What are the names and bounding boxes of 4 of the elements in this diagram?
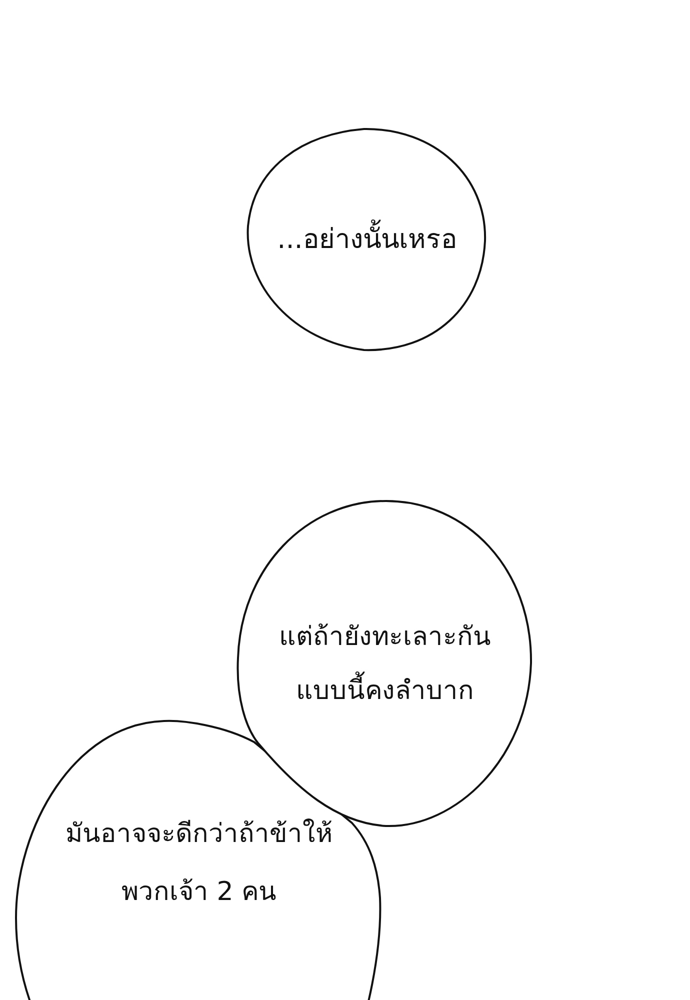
speech-bubble xyxy=(14,718,384,1000)
dialogue-text: ...อย่างนั้นเหรอ xyxy=(247,220,487,260)
dialogue-text: มันอาจจะดีกว่าถ้าข้าให้พวกเจ้า 2 คน xyxy=(64,818,334,909)
dialogue-text: แต่ถ้ายังทะเลาะกันแบบนี้คงลำบาก xyxy=(278,621,492,708)
